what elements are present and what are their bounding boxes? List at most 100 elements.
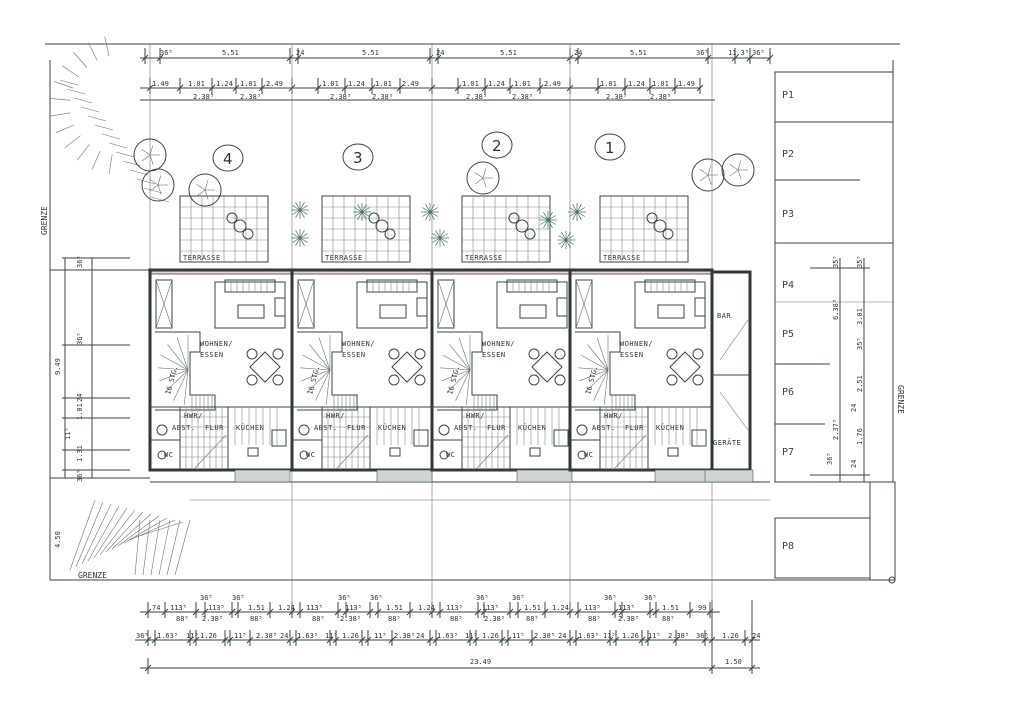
dimension-label: 2.38⁵ bbox=[256, 632, 277, 640]
living-label: WOHNEN/ bbox=[620, 340, 653, 348]
dimension-tick-slash bbox=[388, 636, 396, 644]
slope-hatch bbox=[55, 124, 75, 134]
slope-hatch bbox=[123, 517, 168, 544]
dining-label: ESSEN bbox=[482, 351, 506, 359]
dimension-label: 1.26 bbox=[622, 632, 639, 640]
slope-hatch bbox=[50, 98, 71, 101]
washing-machine bbox=[156, 424, 168, 436]
dimension-tick-slash bbox=[296, 608, 304, 616]
dimension-label: 113⁵ bbox=[345, 604, 362, 612]
slope-hatch bbox=[91, 150, 101, 170]
shrub-icon bbox=[557, 231, 575, 249]
dimension-ticks bbox=[62, 44, 774, 674]
dimension-label: 35⁵ bbox=[856, 337, 864, 350]
dimension-label: 11⁵ bbox=[603, 632, 616, 640]
slope-hatch bbox=[75, 501, 104, 568]
sofa bbox=[366, 279, 418, 293]
dimension-label: 1.51 bbox=[662, 604, 679, 612]
toilet bbox=[439, 450, 449, 460]
dimension-tick-slash bbox=[506, 84, 514, 92]
dimension-label: 2.49 bbox=[266, 80, 283, 88]
dimension-label: 1.63⁵ bbox=[578, 632, 599, 640]
dimension-label: 2.38⁵ bbox=[650, 93, 671, 101]
dimension-label: 5.51 bbox=[362, 49, 379, 57]
coffee-table bbox=[657, 304, 685, 319]
dimension-tick-slash bbox=[221, 636, 229, 644]
dimension-tick-slash bbox=[466, 636, 474, 644]
dimension-tick-slash bbox=[396, 84, 404, 92]
dimension-label: 2.49 bbox=[544, 80, 561, 88]
dimension-tick-slash bbox=[426, 636, 434, 644]
toilet bbox=[299, 450, 309, 460]
dining-label: ESSEN bbox=[200, 351, 224, 359]
dimension-label: 2.38⁵ bbox=[484, 615, 505, 623]
staircase bbox=[297, 331, 358, 411]
armchair bbox=[556, 297, 568, 317]
unit-number: 3 bbox=[353, 149, 363, 167]
slope-hatch bbox=[136, 178, 156, 185]
dimension-label: 24 bbox=[280, 632, 288, 640]
dining-chair bbox=[528, 374, 540, 386]
washing-machine bbox=[438, 424, 450, 436]
toilet bbox=[577, 450, 587, 460]
dimension-label: 36⁵ bbox=[76, 255, 84, 268]
dimension-label: 1.01 bbox=[240, 80, 257, 88]
dimension-label: 1.26 bbox=[200, 632, 217, 640]
dimension-tick-slash bbox=[646, 84, 654, 92]
dimension-tick-slash bbox=[192, 636, 200, 644]
unit-number: 4 bbox=[223, 150, 233, 168]
dimension-label: 88⁵ bbox=[526, 615, 539, 623]
dimension-label: 88⁵ bbox=[250, 615, 263, 623]
window-void bbox=[297, 279, 315, 329]
dimension-tick-slash bbox=[514, 608, 522, 616]
dimension-label: 2.37⁵ bbox=[832, 419, 840, 440]
tree-icon bbox=[188, 173, 222, 207]
dimension-tick-slash bbox=[342, 608, 350, 616]
dining-chair bbox=[388, 348, 400, 360]
dimension-label: 1.26 bbox=[342, 632, 359, 640]
dimension-tick-slash bbox=[246, 636, 254, 644]
shrub-icon bbox=[539, 211, 557, 229]
terrace-table bbox=[375, 219, 389, 233]
dimension-label: 36⁵ bbox=[752, 49, 765, 57]
dimension-tick-slash bbox=[708, 664, 716, 672]
entrance-path bbox=[654, 469, 711, 483]
dimension-tick-slash bbox=[566, 636, 574, 644]
dimension-tick-slash bbox=[341, 84, 349, 92]
slope-hatch bbox=[66, 88, 86, 95]
dining-chair bbox=[388, 374, 400, 386]
dimension-label: 1.01 bbox=[652, 80, 669, 88]
dimension-label: 113⁵ bbox=[170, 604, 187, 612]
shrub-icon bbox=[431, 229, 449, 247]
dimension-label: 24 bbox=[76, 394, 84, 402]
dimension-label: 1.63⁵ bbox=[297, 632, 318, 640]
dining-chair bbox=[692, 374, 704, 386]
dimension-label: 2.38⁵ bbox=[512, 93, 533, 101]
unit-number: 2 bbox=[492, 137, 502, 155]
dimension-label: 11⁵ bbox=[186, 632, 199, 640]
dimension-tick-slash bbox=[606, 636, 614, 644]
dimension-label: 88⁵ bbox=[176, 615, 189, 623]
armchair bbox=[274, 297, 286, 317]
dimension-label: 1.24 bbox=[628, 80, 645, 88]
dimension-label: 1.63⁵ bbox=[157, 632, 178, 640]
dimension-tick-slash bbox=[374, 608, 382, 616]
unit-number-circle bbox=[212, 144, 244, 172]
dimension-label: 36⁵ bbox=[160, 49, 173, 57]
unit-number-circle bbox=[481, 131, 513, 159]
dimension-tick-slash bbox=[481, 84, 489, 92]
slope-hatch bbox=[150, 196, 170, 203]
dimension-label: 2.38⁵ bbox=[240, 93, 261, 101]
window-void bbox=[575, 279, 593, 329]
terrace-table bbox=[233, 219, 247, 233]
terrace-label: TERRASSE bbox=[465, 254, 503, 262]
dimension-tick-slash bbox=[454, 84, 462, 92]
dimension-label: 1.51 bbox=[248, 604, 265, 612]
wc-label: WC bbox=[446, 451, 455, 459]
parking-label-p6: P6 bbox=[782, 387, 794, 398]
slope-hatch bbox=[81, 503, 112, 565]
dimension-label: 24 bbox=[416, 632, 424, 640]
dimension-label: 113⁵ bbox=[618, 604, 635, 612]
